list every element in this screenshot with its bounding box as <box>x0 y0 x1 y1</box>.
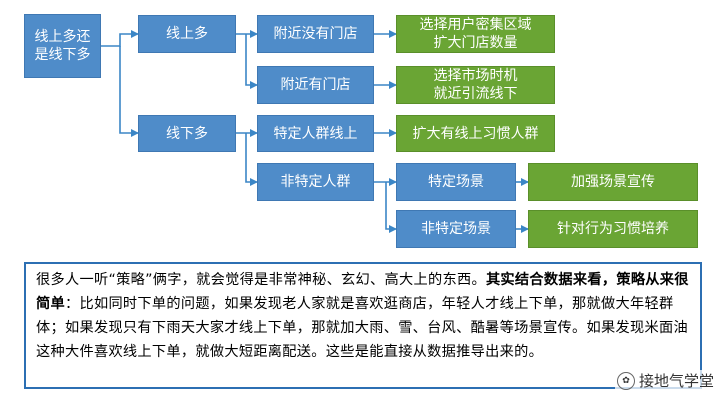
arrow-online-to-store <box>245 34 258 89</box>
arrow-root-to-offline <box>119 46 139 137</box>
wechat-icon: ✿ <box>616 371 635 390</box>
node-store-nearby: 附近有门店 <box>257 66 374 104</box>
arrow-non-specific-to-non-specific-scene <box>385 182 397 233</box>
explanation-note: 很多人一听“策略”俩字，就会觉得是非常神秘、玄幻、高大上的东西。其实结合数据来看… <box>24 262 702 389</box>
node-expand-online-habit: 扩大有线上习惯人群 <box>396 115 555 152</box>
node-offline-more: 线下多 <box>138 115 236 152</box>
node-specific-scene: 特定场景 <box>396 163 516 201</box>
watermark-text: 接地气学堂 <box>638 372 714 390</box>
arrow-root-to-online <box>101 30 139 47</box>
node-cultivate-habit: 针对行为习惯培养 <box>528 210 698 248</box>
arrow-offline-to-non-specific <box>245 133 258 186</box>
node-non-specific-scene: 非特定场景 <box>396 210 516 248</box>
node-non-specific-crowd: 非特定人群 <box>257 163 374 201</box>
node-strengthen-scene-promo: 加强场景宣传 <box>528 163 698 201</box>
watermark: ✿ 接地气学堂 <box>614 370 716 391</box>
note-text-intro: 很多人一听“策略”俩字，就会觉得是非常神秘、玄幻、高大上的东西。 <box>36 272 486 288</box>
node-no-store-nearby: 附近没有门店 <box>257 15 374 53</box>
node-choose-dense-area: 选择用户密集区域 扩大门店数量 <box>396 15 555 53</box>
node-specific-crowd-online: 特定人群线上 <box>257 115 374 152</box>
node-online-more: 线上多 <box>138 15 236 53</box>
note-text-bold: 其实结合数据来看，策略从来很简单 <box>36 272 689 312</box>
node-choose-market-timing: 选择市场时机 就近引流线下 <box>396 66 555 104</box>
node-root-question: 线上多还 是线下多 <box>24 14 101 78</box>
note-text-body: ：比如同时下单的问题，如果发现老人家就是喜欢逛商店，年轻人才线上下单，那就做大年… <box>36 296 688 360</box>
